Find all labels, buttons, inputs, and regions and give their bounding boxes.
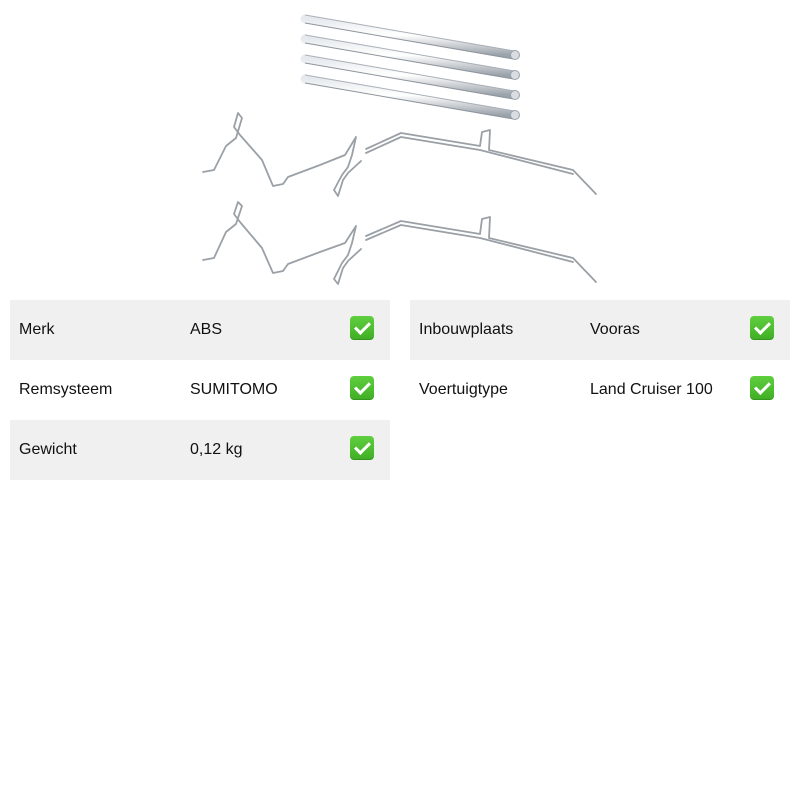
spec-label: Gewicht: [19, 441, 77, 458]
spec-row-gewicht: Gewicht 0,12 kg: [10, 420, 390, 480]
pin: [300, 14, 520, 60]
spring-clip: [202, 112, 362, 197]
spring-wire: [365, 216, 597, 283]
spec-row-voertuigtype: Voertuigtype Land Cruiser 100: [410, 360, 790, 420]
spring-clip: [202, 201, 362, 285]
check-icon: [350, 316, 374, 340]
spec-label: Merk: [19, 321, 55, 338]
spec-value: Vooras: [590, 321, 640, 338]
check-icon: [750, 316, 774, 340]
spec-table-right: Inbouwplaats Vooras Voertuigtype Land Cr…: [410, 300, 790, 420]
product-image: [202, 14, 597, 285]
spec-row-inbouwplaats: Inbouwplaats Vooras: [410, 300, 790, 360]
spec-row-merk: Merk ABS: [10, 300, 390, 360]
check-icon: [350, 436, 374, 460]
spec-label: Inbouwplaats: [419, 321, 514, 338]
pin: [300, 54, 520, 100]
spec-label: Voertuigtype: [419, 381, 508, 398]
spec-label: Remsysteem: [19, 381, 113, 398]
spec-value: ABS: [190, 321, 223, 338]
spring-wire: [365, 129, 597, 195]
pin: [300, 74, 520, 120]
spec-value: SUMITOMO: [190, 381, 278, 398]
spec-row-remsysteem: Remsysteem SUMITOMO: [10, 360, 390, 420]
spec-value: 0,12 kg: [190, 441, 243, 458]
pin: [300, 34, 520, 80]
spec-table-left: Merk ABS Remsysteem SUMITOMO Gewicht 0,1…: [10, 300, 390, 480]
check-icon: [350, 376, 374, 400]
pin-group: [300, 14, 520, 120]
spec-value: Land Cruiser 100: [590, 381, 713, 398]
check-icon: [750, 376, 774, 400]
